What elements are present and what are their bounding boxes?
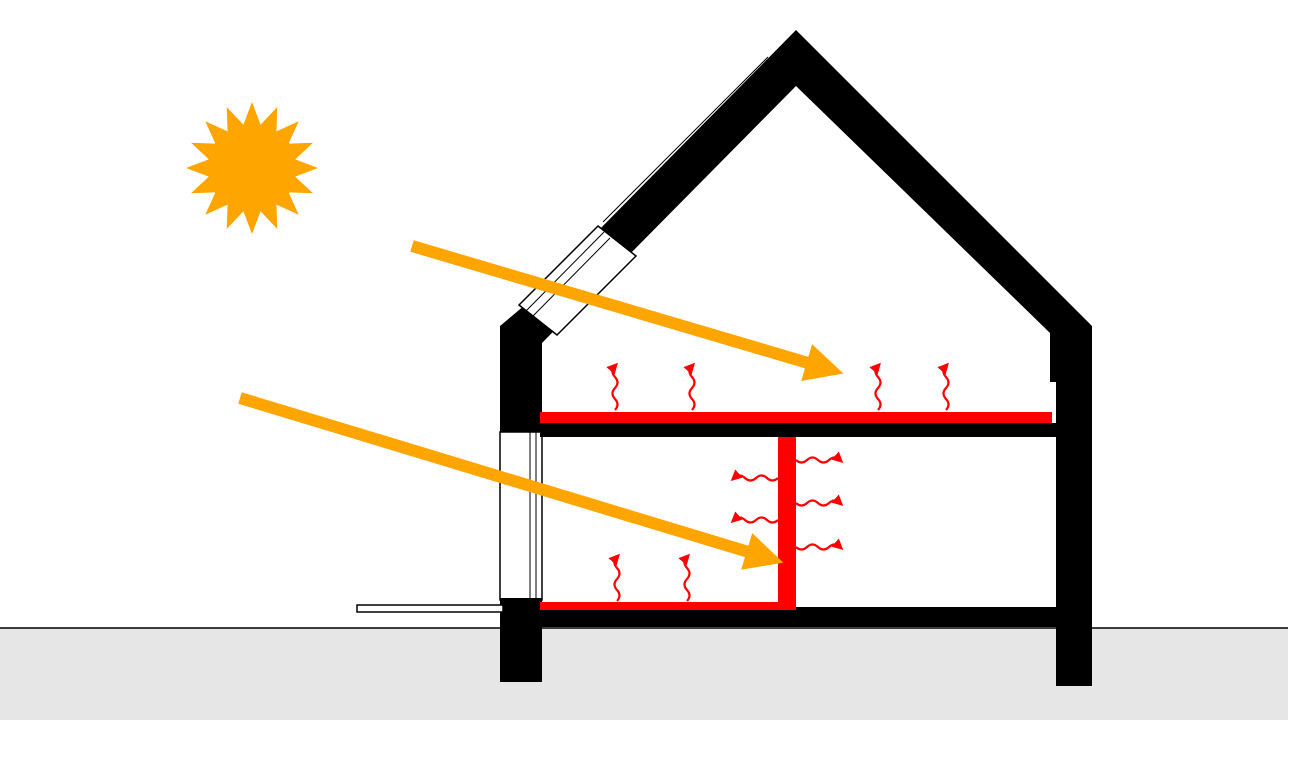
right-wall xyxy=(1056,382,1092,686)
skylight-frame-line xyxy=(524,231,605,313)
ground-floor-slab xyxy=(540,607,1056,627)
heat-wave-arrow xyxy=(795,538,844,551)
sun-icon xyxy=(186,102,318,234)
heat-wave-arrow xyxy=(869,362,882,411)
ground-floor-thermal-mass xyxy=(540,602,796,610)
left-foundation xyxy=(500,598,542,682)
solar-rays xyxy=(238,240,844,570)
heat-wave-arrow xyxy=(683,362,696,411)
roof xyxy=(500,30,1092,382)
skylight-frame-line xyxy=(530,237,611,319)
heat-wave-arrow xyxy=(795,494,844,507)
heat-wave-arrow xyxy=(678,553,691,602)
heat-emission xyxy=(606,362,950,602)
upper-floor-thermal-mass xyxy=(540,412,1052,423)
solar-ray-arrow xyxy=(238,392,784,570)
ground xyxy=(0,628,1288,720)
heat-wave-arrow xyxy=(606,362,619,411)
exterior-step xyxy=(356,604,504,613)
heat-wave-arrow xyxy=(730,469,779,482)
solar-ray-arrow xyxy=(410,240,844,381)
left-wall-upper xyxy=(500,340,542,432)
upper-floor-slab xyxy=(540,423,1056,437)
heat-wave-arrow xyxy=(608,553,621,602)
heat-wave-arrow xyxy=(730,511,779,524)
roof-skylight xyxy=(517,224,638,337)
heat-wave-arrow xyxy=(937,362,950,411)
thermal-mass-wall xyxy=(778,437,796,610)
roof-edge-line xyxy=(602,56,769,223)
heat-wave-arrow xyxy=(795,451,844,464)
